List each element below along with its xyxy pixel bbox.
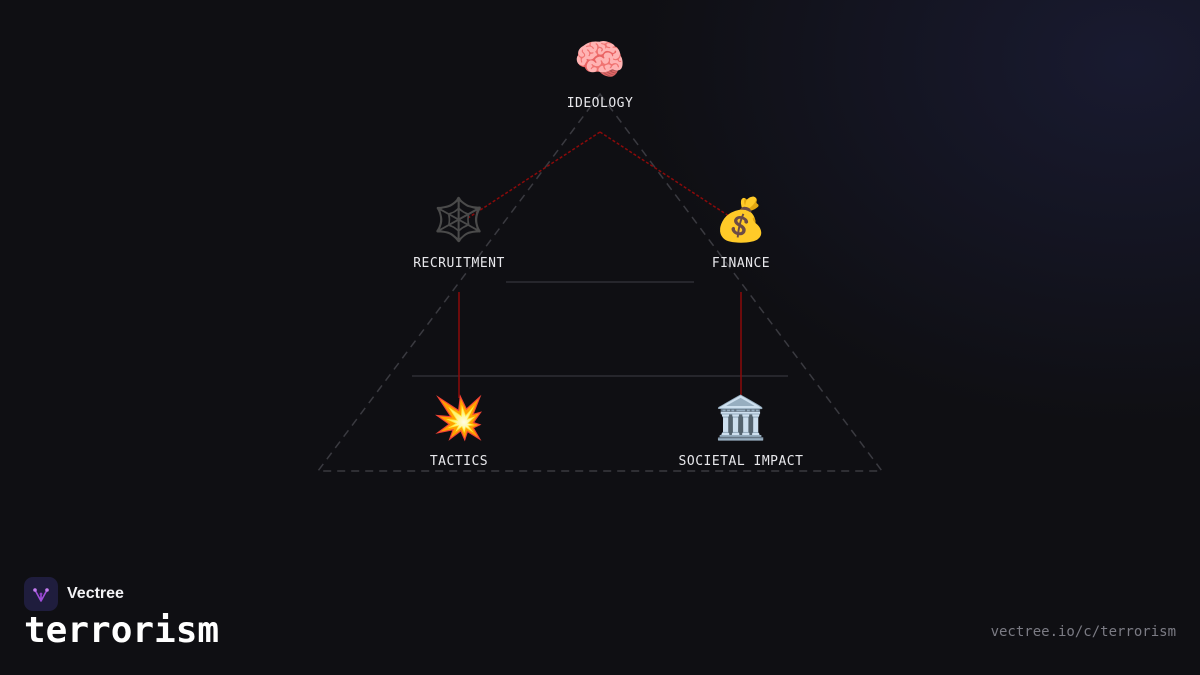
connector-ideology-recruitment xyxy=(467,131,601,219)
money-bag-icon: 💰 xyxy=(714,195,768,244)
node-label: TACTICS xyxy=(429,454,489,469)
node-recruitment[interactable]: 🕸️ RECRUITMENT xyxy=(369,195,549,272)
classical-building-icon: 🏛️ xyxy=(714,393,768,442)
vectree-logo-icon xyxy=(24,577,58,611)
node-finance[interactable]: 💰 FINANCE xyxy=(651,195,831,272)
node-label: FINANCE xyxy=(711,256,771,271)
node-tactics[interactable]: 💥 TACTICS xyxy=(369,393,549,470)
brand[interactable]: Vectree xyxy=(24,577,124,611)
node-societal-impact[interactable]: 🏛️ SOCIETAL IMPACT xyxy=(651,393,831,470)
brand-name: Vectree xyxy=(67,585,124,602)
node-ideology[interactable]: 🧠 IDEOLOGY xyxy=(510,35,690,112)
node-label: RECRUITMENT xyxy=(413,256,505,271)
page-title: terrorism xyxy=(24,610,220,651)
node-label: IDEOLOGY xyxy=(566,96,634,111)
brain-icon: 🧠 xyxy=(573,35,627,84)
footer-url[interactable]: vectree.io/c/terrorism xyxy=(990,624,1176,640)
collision-icon: 💥 xyxy=(432,393,486,442)
spider-web-icon: 🕸️ xyxy=(432,195,486,244)
node-label: SOCIETAL IMPACT xyxy=(678,454,804,469)
connector-ideology-finance xyxy=(599,131,733,219)
